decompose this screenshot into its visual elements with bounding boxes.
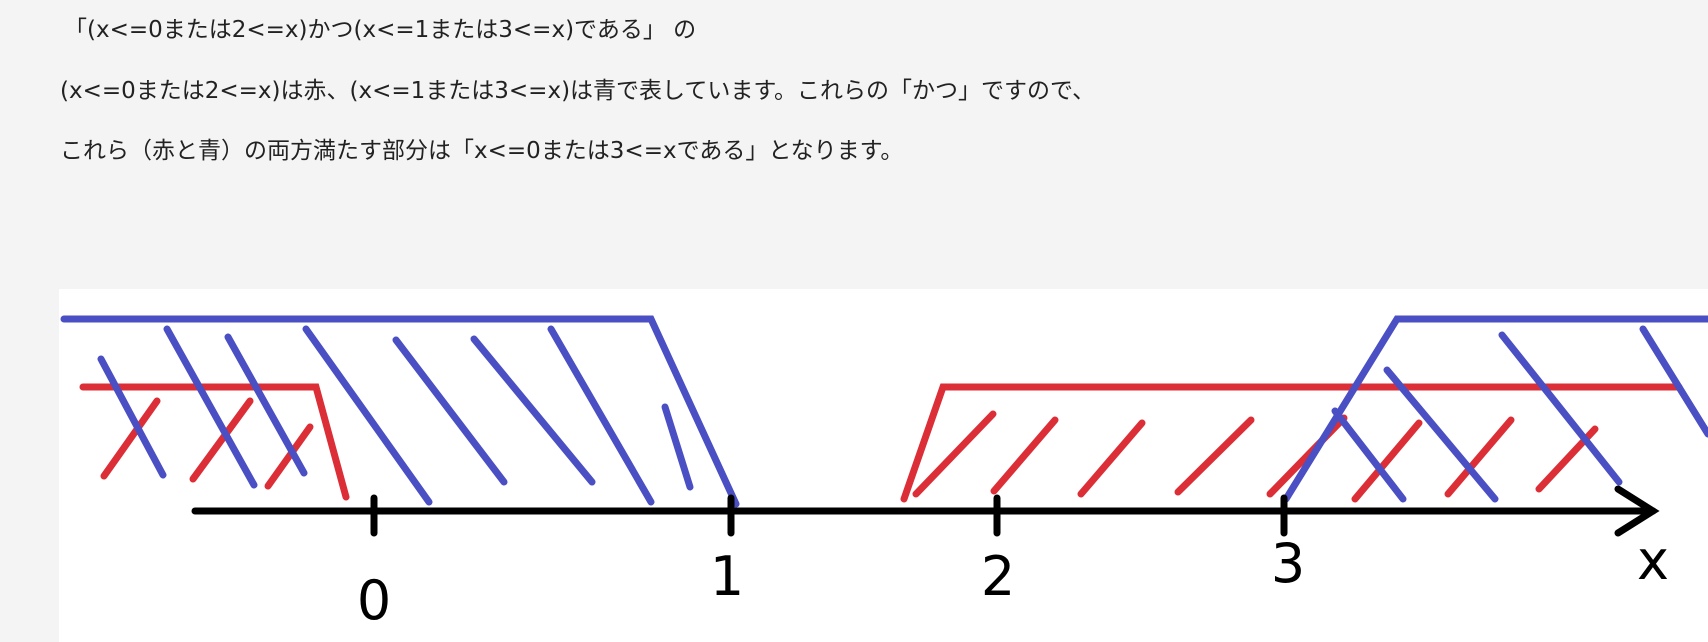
axis-label-x: x (1637, 529, 1669, 592)
blue-region-right-boundary (1282, 315, 1708, 503)
blue-hatch (547, 325, 655, 506)
red-hatch (1444, 416, 1515, 498)
explanation-line-2: (x<=0または2<=x)は赤、(x<=1または3<=x)は青で表しています。こ… (60, 78, 1096, 104)
red-hatch (990, 416, 1059, 495)
blue-hatch (1498, 331, 1623, 486)
red-region-left-boundary (79, 383, 350, 501)
blue-hatch (163, 325, 258, 489)
number-line-axis (191, 485, 1660, 537)
red-hatch (100, 397, 161, 480)
red-hatch (912, 410, 997, 498)
blue-hatch (470, 335, 596, 486)
tick-label-0: 0 (357, 569, 391, 632)
blue-hatch (302, 325, 433, 506)
blue-hatch (224, 333, 308, 477)
blue-hatch (1383, 366, 1499, 503)
blue-hatch (97, 355, 167, 479)
explanation-line-1: 「(x<=0または2<=x)かつ(x<=1または3<=x)である」 の (64, 17, 697, 43)
tick-label-1: 1 (710, 545, 744, 608)
blue-region-left-boundary (60, 315, 740, 508)
axis-arrowhead (1614, 485, 1660, 537)
number-line-diagram: 0 1 2 3 x (60, 315, 1708, 632)
red-hatch (1077, 419, 1146, 498)
tick-label-2: 2 (981, 545, 1015, 608)
explanation-line-3: これら（赤と青）の両方満たす部分は「x<=0または3<=xである」となります。 (60, 138, 904, 164)
blue-hatch (1639, 325, 1708, 438)
tick-label-3: 3 (1271, 532, 1305, 595)
number-line-figure: 0 1 2 3 x (59, 289, 1708, 642)
red-hatch (264, 423, 314, 490)
red-hatch (1174, 416, 1255, 496)
red-region-right-boundary (900, 383, 1683, 503)
red-hatch (1351, 419, 1423, 503)
blue-hatch (661, 403, 694, 491)
red-region (79, 383, 1683, 503)
red-hatch (189, 397, 254, 483)
blue-hatch (1331, 407, 1407, 503)
blue-region (60, 315, 1708, 508)
blue-hatch (392, 336, 508, 486)
